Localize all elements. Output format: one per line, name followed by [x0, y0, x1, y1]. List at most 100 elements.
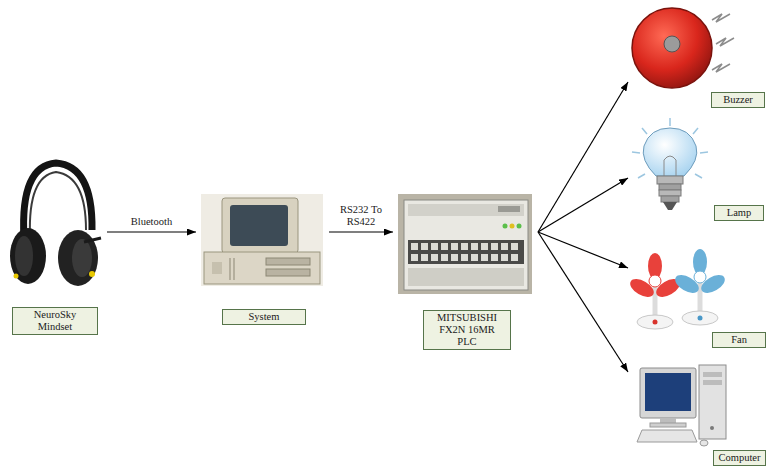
plc-picture-part — [511, 254, 518, 261]
headset-picture-part — [89, 271, 95, 277]
computer-picture-part — [700, 440, 708, 446]
plc-picture-part — [511, 243, 518, 250]
plc-picture-part — [501, 243, 508, 250]
plc-picture-part — [421, 254, 428, 261]
plc-picture-part — [411, 243, 418, 250]
label-box: Fan — [712, 332, 766, 348]
plc-picture-part — [451, 254, 458, 261]
plc-picture-part — [441, 254, 448, 261]
fan-picture-part — [698, 316, 703, 321]
plc-picture-part — [491, 243, 498, 250]
buzzer-picture-part — [632, 8, 712, 88]
lamp-picture-part — [659, 184, 681, 190]
device-node: Computer — [630, 362, 766, 466]
plc-picture-part — [431, 254, 438, 261]
plc-picture-part — [491, 254, 498, 261]
connection-label: Bluetooth — [126, 216, 178, 228]
plc-picture-part — [431, 243, 438, 250]
plc-picture-part — [451, 243, 458, 250]
fan-picture-part — [694, 271, 706, 283]
computer-picture-part — [637, 430, 697, 442]
headset-picture-part — [84, 238, 101, 242]
computer-picture-part — [710, 426, 714, 430]
lamp-picture-part — [642, 128, 647, 134]
plc-picture-part — [421, 243, 428, 250]
lamp-picture-part — [700, 152, 708, 153]
lamp-picture-part — [661, 196, 679, 202]
buzzer-picture-part — [712, 64, 730, 72]
headset-picture-part — [14, 274, 19, 279]
lamp-picture-part — [664, 156, 676, 176]
lamp-picture-part — [695, 174, 702, 178]
desktop-computer-picture-part — [204, 252, 320, 284]
desktop-computer-picture-part — [222, 198, 298, 253]
device-node: Fan — [630, 246, 766, 350]
device-label: NeuroSky Mindset — [25, 309, 85, 333]
lamp-picture-part — [669, 118, 671, 126]
plc-picture-part — [461, 243, 468, 250]
lamp-picture-part — [638, 174, 645, 178]
label-box: MITSUBISHI FX2N 16MR PLC — [423, 310, 511, 350]
device-label: Buzzer — [715, 94, 761, 106]
plc-picture-part — [441, 243, 448, 250]
lamp-picture-part — [643, 128, 697, 176]
headset-picture-part — [24, 163, 92, 238]
plc-picture-part — [517, 224, 522, 229]
plc-picture-part — [510, 224, 515, 229]
computer-picture-part — [703, 380, 722, 385]
plc-picture-part — [404, 200, 528, 290]
label-box: Lamp — [714, 205, 764, 221]
plc-picture-part — [411, 254, 418, 261]
connection-arrow — [538, 232, 628, 372]
device-label: System — [227, 311, 301, 323]
lamp-picture-part — [657, 176, 683, 184]
plc-picture-part — [481, 254, 488, 261]
device-label: Computer — [717, 452, 762, 464]
lamp-picture-part — [632, 118, 708, 178]
connection-arrow — [538, 82, 628, 232]
desktop-computer-picture-part — [266, 269, 310, 276]
connection-arrow — [538, 178, 628, 232]
buzzer-picture-part — [712, 14, 730, 22]
headset-picture-part — [10, 228, 46, 284]
buzzer-picture — [632, 8, 734, 88]
connection-arrow — [329, 231, 393, 232]
desktop-computer-picture — [201, 194, 323, 286]
desktop-computer-picture-part — [230, 258, 231, 280]
device-node: System — [198, 190, 326, 336]
computer-picture-part — [640, 368, 696, 418]
fan-picture-part — [682, 311, 718, 325]
plc-picture-part — [501, 254, 508, 261]
connection-label-holder: Bluetooth — [126, 216, 178, 228]
fan-picture-part — [653, 320, 658, 325]
lamp-picture-part — [693, 128, 698, 134]
buzzer-picture-part — [632, 8, 712, 88]
device-label: Fan — [716, 334, 762, 346]
plc-picture-part — [398, 194, 532, 294]
plc-picture-part — [503, 224, 508, 229]
device-label: Lamp — [718, 207, 760, 219]
headset-picture-part — [30, 172, 86, 236]
headset-picture-part — [15, 236, 33, 276]
plc-picture-part — [461, 254, 468, 261]
plc-picture-part — [498, 206, 520, 212]
connection-arrow — [538, 232, 628, 268]
headset-picture — [10, 163, 101, 286]
plc-picture-part — [408, 240, 524, 264]
plc-picture-part — [471, 243, 478, 250]
device-node: Buzzer — [630, 4, 766, 110]
desktop-computer-picture-part — [230, 205, 288, 246]
desktop-computer-picture-part — [212, 262, 222, 274]
label-box: Computer — [713, 450, 766, 466]
connection-arrow — [107, 231, 196, 232]
buzzer-picture-part — [716, 38, 734, 46]
fan-picture-part — [649, 275, 661, 287]
label-box: Buzzer — [711, 92, 765, 108]
lamp-picture — [632, 118, 708, 210]
fan-picture-part — [637, 315, 673, 329]
lamp-picture-part — [663, 202, 677, 210]
plc-picture-part — [411, 243, 518, 261]
